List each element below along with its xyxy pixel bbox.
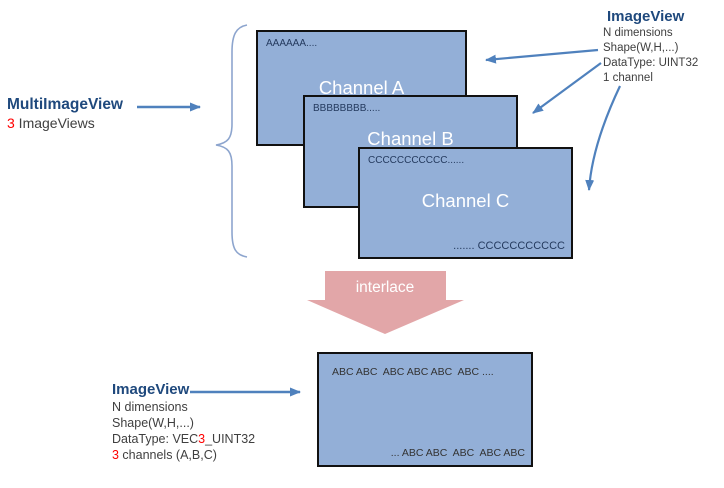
channel-a-data-text: AAAAAA....: [266, 38, 318, 49]
channel-a-label: Channel A: [318, 77, 405, 98]
count-text: ImageViews: [14, 115, 95, 131]
imageview-arrow-c: [585, 85, 621, 191]
imageview-bottom-label-block: ImageView N dimensions Shape(W,H,...) Da…: [112, 381, 255, 463]
imageview-arrow-a: [485, 48, 599, 64]
channel-b-data-text: BBBBBBBB.....: [313, 103, 381, 114]
count-number: 3: [7, 115, 15, 131]
imageview-top-title: ImageView: [607, 8, 685, 25]
imageview-top-line-shape: Shape(W,H,...): [603, 42, 679, 54]
imageview-bottom-line-datatype: DataType: VEC3_UINT32: [112, 431, 255, 447]
imageview-bottom-line-channels: 3 channels (A,B,C): [112, 447, 255, 463]
channel-c-data-text: CCCCCCCCCCC......: [368, 155, 465, 166]
imageview-top-line-dimensions: N dimensions: [603, 27, 673, 39]
imageview-bottom-line-shape: Shape(W,H,...): [112, 416, 194, 430]
imageview-top-line-datatype: DataType: UINT32: [603, 57, 699, 69]
result-box: ABC ABC ABC ABC ABC ABC .... ... ABC ABC…: [317, 352, 533, 467]
channel-c-label: Channel C: [421, 190, 510, 211]
interlace-label: interlace: [355, 279, 415, 296]
imageview-bottom-line-dimensions: N dimensions: [112, 400, 188, 414]
multiimageview-title: MultiImageView: [7, 96, 123, 113]
channels-text: channels (A,B,C): [118, 448, 217, 462]
imageview-arrow-b: [532, 62, 602, 114]
multiimageview-label-block: MultiImageView 3 ImageViews: [7, 96, 123, 133]
imageview-top-line-channels: 1 channel: [603, 72, 653, 84]
channels-red-digit: 3: [112, 448, 119, 462]
multiimageview-count: 3 ImageViews: [7, 114, 123, 133]
channel-c-footer-text: ....... CCCCCCCCCCC: [453, 240, 565, 252]
datatype-prefix: DataType: VEC: [112, 432, 199, 446]
imageview-top-label-block: ImageView N dimensions Shape(W,H,...) Da…: [603, 8, 698, 86]
result-box-bottom-text: ... ABC ABC ABC ABC ABC: [390, 447, 525, 459]
channel-b-label: Channel B: [367, 127, 454, 149]
datatype-suffix: _UINT32: [205, 432, 256, 446]
brace-left: [215, 24, 248, 258]
imageview-bottom-title: ImageView: [112, 381, 190, 398]
channel-c-box: CCCCCCCCCCC...... Channel C ....... CCCC…: [358, 147, 573, 259]
datatype-red-digit: 3: [198, 432, 206, 446]
result-box-top-text: ABC ABC ABC ABC ABC ABC ....: [332, 366, 494, 378]
